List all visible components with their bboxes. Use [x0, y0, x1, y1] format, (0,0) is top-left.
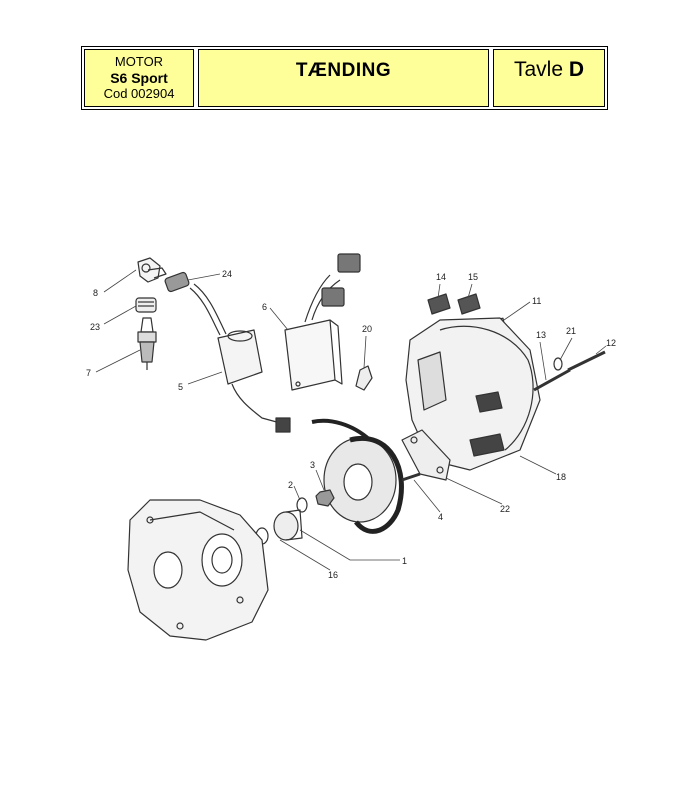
- crankcase: [127, 499, 269, 641]
- bracket: [355, 365, 373, 391]
- callout-24: 24: [222, 269, 232, 279]
- plate-label: Tavle D: [514, 58, 584, 82]
- screw-11: [484, 317, 506, 331]
- suppressor-ring: [135, 297, 157, 313]
- callout-8: 8: [93, 288, 98, 298]
- title-block: MOTOR S6 Sport Cod 002904 TÆNDING Tavle …: [81, 46, 608, 110]
- nut-and-washer: [296, 489, 335, 513]
- plate-word: Tavle: [513, 58, 563, 81]
- callout-12: 12: [606, 338, 616, 348]
- stator-housing: [405, 317, 541, 471]
- callout-2: 2: [288, 480, 293, 490]
- model-code: Cod 002904: [103, 86, 175, 101]
- motor-info-cell: MOTOR S6 Sport Cod 002904: [84, 49, 194, 107]
- callout-5: 5: [178, 382, 183, 392]
- ht-lead: [164, 271, 227, 336]
- spark-plug-cap: [137, 257, 167, 283]
- plate-cell: Tavle D: [493, 49, 605, 107]
- page-title: TÆNDING: [295, 60, 392, 81]
- model-name: S6 Sport: [110, 70, 168, 86]
- motor-label: MOTOR: [114, 54, 164, 69]
- pickup-plate: [401, 429, 451, 481]
- callout-23: 23: [90, 322, 100, 332]
- callout-3: 3: [310, 460, 315, 470]
- spark-plug: [137, 317, 157, 370]
- callout-20: 20: [362, 324, 372, 334]
- cdi-unit: [284, 253, 361, 391]
- callout-6: 6: [262, 302, 267, 312]
- callout-21: 21: [566, 326, 576, 336]
- callout-14: 14: [436, 272, 446, 282]
- screw-4: [401, 472, 421, 482]
- callout-11: 11: [532, 296, 541, 306]
- callout-18: 18: [556, 472, 566, 482]
- hub-sleeve: [255, 509, 303, 545]
- bolts: [533, 350, 606, 392]
- callout-22: 22: [500, 504, 510, 514]
- callout-labels: 8 24 23 7 6 5 20 14 15 11 13 21 12 18 22…: [86, 269, 616, 580]
- leader-lines: [95, 269, 607, 571]
- flywheel: [311, 418, 404, 534]
- ignition-coil: [217, 329, 291, 433]
- cable-clamps: [427, 293, 481, 315]
- plate-letter: D: [568, 58, 585, 81]
- callout-16: 16: [328, 570, 338, 580]
- title-cell: TÆNDING: [198, 49, 489, 107]
- callout-7: 7: [86, 368, 91, 378]
- callout-15: 15: [468, 272, 478, 282]
- callout-4: 4: [438, 512, 443, 522]
- callout-1: 1: [402, 556, 407, 566]
- callout-13: 13: [536, 330, 546, 340]
